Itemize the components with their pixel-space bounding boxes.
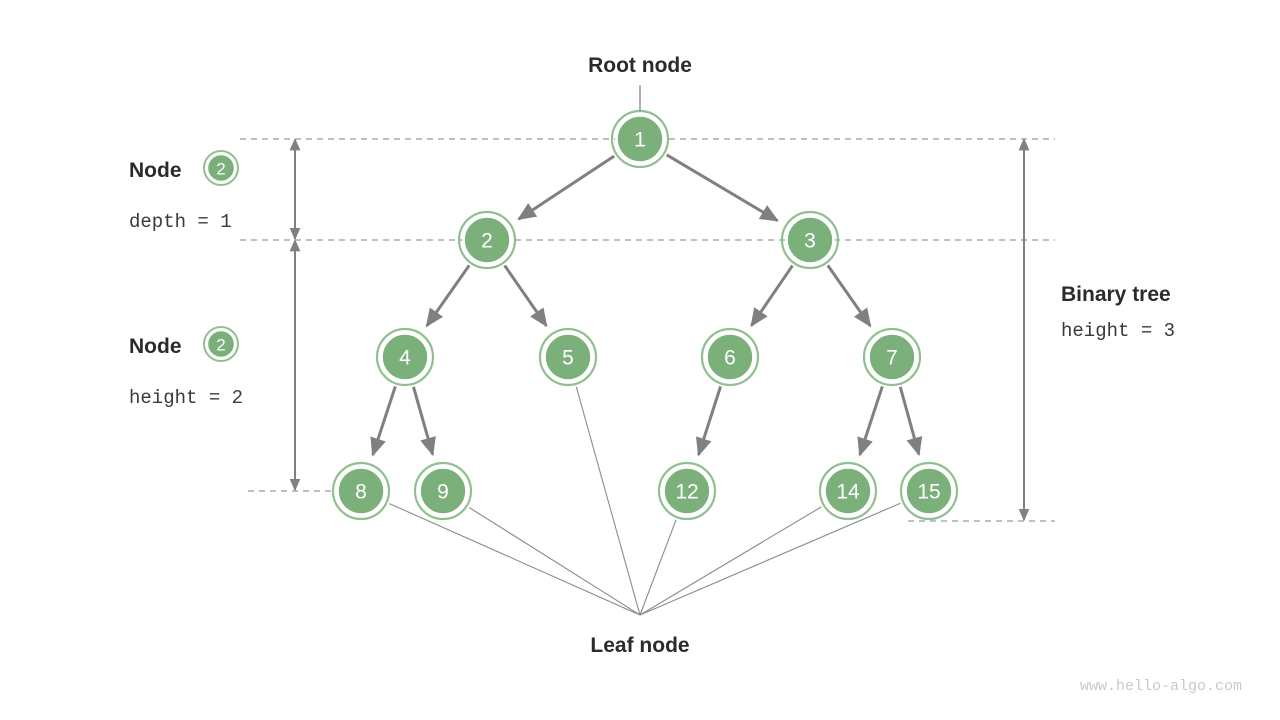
leaf-leader-lines-layer [389, 386, 901, 616]
tree-node-7[interactable]: 7 [862, 327, 922, 387]
node-height-prefix-label: Node [129, 335, 182, 358]
tree-edge-n6-to-n12 [696, 386, 722, 457]
tree-node-label-5: 5 [562, 347, 574, 370]
tree-node-5[interactable]: 5 [538, 327, 598, 387]
tree-node-ring-14 [818, 461, 878, 521]
tree-edge-n2-to-n5 [503, 264, 548, 328]
tree-node-15[interactable]: 15 [899, 461, 959, 521]
tree-node-label-7: 7 [886, 347, 898, 370]
leaf-leader-line-n5 [575, 386, 641, 616]
tree-node-ring-12 [657, 461, 717, 521]
tree-node-circle-12 [662, 466, 712, 516]
tree-node-ring-9 [413, 461, 473, 521]
tree-node-circle-3 [785, 215, 835, 265]
node-height-badge-value: 2 [216, 336, 225, 355]
tree-node-4[interactable]: 4 [375, 327, 435, 387]
watermark-url: www.hello-algo.com [1080, 678, 1242, 695]
tree-node-1[interactable]: 1 [610, 109, 670, 169]
tree-node-ring-2 [457, 210, 517, 270]
tree-node-circle-9 [418, 466, 468, 516]
tree-node-circle-5 [543, 332, 593, 382]
tree-node-circle-6 [705, 332, 755, 382]
tree-node-label-4: 4 [399, 347, 411, 370]
tree-node-circle-14 [823, 466, 873, 516]
tree-node-ring-4 [375, 327, 435, 387]
tree-edges-layer [370, 153, 923, 457]
tree-node-14[interactable]: 14 [818, 461, 878, 521]
leaf-leader-line-n9 [468, 507, 641, 616]
tree-node-ring-5 [538, 327, 598, 387]
leaf-leader-line-n14 [639, 506, 822, 616]
tree-node-label-15: 15 [917, 481, 940, 504]
tree-edge-n2-to-n4 [425, 264, 471, 328]
tree-edge-n1-to-n3 [665, 153, 779, 222]
tree-node-circle-7 [867, 332, 917, 382]
tree-node-ring-7 [862, 327, 922, 387]
root-node-caption: Root node [588, 54, 692, 77]
tree-node-label-1: 1 [634, 129, 646, 152]
tree-edge-n3-to-n7 [826, 264, 872, 328]
leaf-leader-line-n15 [639, 502, 901, 616]
node-depth-badge-circle [206, 153, 236, 183]
tree-edge-n1-to-n2 [517, 154, 615, 221]
tree-node-label-6: 6 [724, 347, 736, 370]
node-depth-detail-label: depth = 1 [129, 211, 232, 233]
tree-node-label-12: 12 [675, 481, 698, 504]
tree-node-circle-2 [462, 215, 512, 265]
tree-node-ring-15 [899, 461, 959, 521]
tree-node-circle-4 [380, 332, 430, 382]
tree-node-12[interactable]: 12 [657, 461, 717, 521]
tree-node-label-8: 8 [355, 481, 367, 504]
tree-edge-n3-to-n6 [750, 264, 794, 328]
tree-node-label-3: 3 [804, 230, 816, 253]
tree-edge-n7-to-n15 [898, 386, 923, 457]
tree-node-circle-1 [615, 114, 665, 164]
tree-height-annotation: Binary tree height = 3 [1061, 283, 1175, 342]
tree-node-label-9: 9 [437, 481, 449, 504]
tree-node-2[interactable]: 2 [457, 210, 517, 270]
tree-node-ring-8 [331, 461, 391, 521]
tree-node-6[interactable]: 6 [700, 327, 760, 387]
tree-node-ring-6 [700, 327, 760, 387]
tree-node-ring-3 [780, 210, 840, 270]
node-depth-badge-value: 2 [216, 160, 225, 179]
node-height-badge-circle [206, 329, 236, 359]
leaf-node-caption: Leaf node [590, 634, 689, 657]
measure-arrows-layer [289, 138, 1030, 522]
tree-node-label-2: 2 [481, 230, 493, 253]
binary-tree-height-label: height = 3 [1061, 320, 1175, 342]
node-height-detail-label: height = 2 [129, 387, 243, 409]
tree-node-8[interactable]: 8 [331, 461, 391, 521]
leaf-leader-line-n8 [389, 503, 641, 616]
tree-node-circle-8 [336, 466, 386, 516]
node-depth-annotation: Node 2 depth = 1 [129, 150, 239, 233]
tree-edge-n4-to-n9 [412, 386, 436, 457]
binary-tree-title-label: Binary tree [1061, 283, 1171, 306]
tree-node-circle-15 [904, 466, 954, 516]
node-depth-badge-ring [203, 150, 239, 186]
node-height-annotation: Node 2 height = 2 [129, 326, 243, 409]
tree-node-3[interactable]: 3 [780, 210, 840, 270]
tree-edge-n4-to-n8 [370, 385, 397, 457]
leaf-leader-line-n12 [639, 519, 677, 616]
node-height-badge-ring [203, 326, 239, 362]
tree-edge-n7-to-n14 [857, 385, 884, 457]
tree-node-label-14: 14 [836, 481, 860, 504]
tree-node-9[interactable]: 9 [413, 461, 473, 521]
node-depth-prefix-label: Node [129, 159, 182, 182]
